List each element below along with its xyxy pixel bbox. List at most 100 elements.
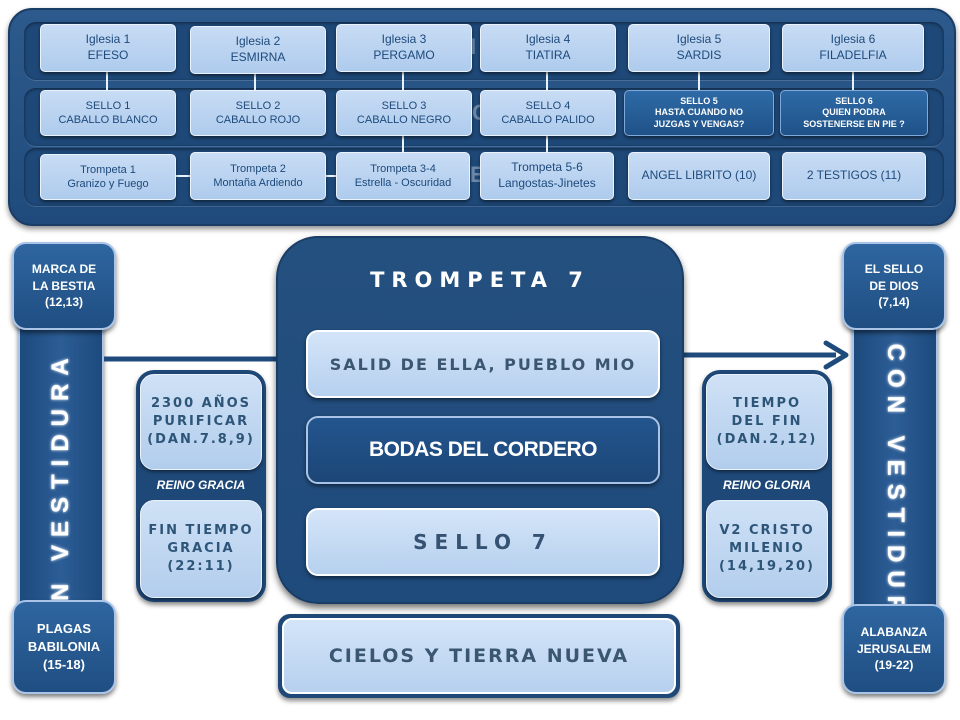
- cap-line: (15-18): [43, 657, 85, 673]
- church-number: Iglesia 4: [525, 32, 571, 47]
- church-box-1: Iglesia 1 EFESO: [40, 24, 176, 72]
- box-line: MILENIO: [729, 540, 805, 556]
- church-number: Iglesia 1: [85, 32, 131, 47]
- cap-line: EL SELLO: [864, 261, 924, 276]
- second-coming-box: V2 CRISTO MILENIO (14,19,20): [706, 500, 828, 598]
- reign-grace-column: 2300 AÑOS PURIFICAR (DAN.7.8,9) REINO GR…: [136, 370, 266, 602]
- cap-line: JERUSALEM: [856, 641, 931, 656]
- seal-text: CABALLO PALIDO: [501, 114, 595, 126]
- box-line: (22:11): [167, 559, 235, 575]
- church-name: TIATIRA: [525, 48, 571, 62]
- trumpet-box-2: Trompeta 2 Montaña Ardiendo: [190, 152, 326, 200]
- reign-glory-label: REINO GLORIA: [722, 478, 811, 492]
- trumpet-text: Granizo y Fuego: [67, 178, 149, 190]
- connector-line: [174, 175, 190, 177]
- seal-number: SELLO 3: [381, 99, 427, 112]
- seal-text: CABALLO BLANCO: [58, 114, 158, 126]
- new-heaven-earth-box: CIELOS Y TIERRA NUEVA: [282, 618, 676, 694]
- trumpet-7-panel: TROMPETA 7 SALID DE ELLA, PUEBLO MIO BOD…: [276, 236, 684, 604]
- trumpet-text: 2 TESTIGOS (11): [806, 168, 902, 183]
- seal-box-6: SELLO 6 QUIEN PODRA SOSTENERSE EN PIE ?: [780, 90, 928, 136]
- pillar-title-left: SIN VESTIDURA: [47, 350, 74, 640]
- church-number: Iglesia 3: [381, 32, 427, 47]
- seal-text: CABALLO NEGRO: [356, 114, 452, 126]
- end-time-box: TIEMPO DEL FIN (DAN.2,12): [706, 374, 828, 470]
- church-name: EFESO: [87, 48, 129, 62]
- seal-box-4: SELLO 4 CABALLO PALIDO: [480, 90, 616, 136]
- box-line: (14,19,20): [718, 559, 816, 575]
- end-of-grace-box: FIN TIEMPO GRACIA (22:11): [140, 500, 262, 598]
- trumpet-box-4: Trompeta 5-6 Langostas-Jinetes: [480, 152, 614, 200]
- church-name: FILADELFIA: [819, 48, 887, 62]
- beast-mark-cap: MARCA DE LA BESTIA (12,13): [12, 242, 116, 330]
- cap-line: (7,14): [878, 295, 910, 310]
- pillar-title-right: CON VESTIDURA: [882, 343, 909, 647]
- trumpet-box-angel: ANGEL LIBRITO (10): [628, 152, 770, 200]
- church-name: PERGAMO: [373, 48, 435, 62]
- lamb-wedding-box: BODAS DEL CORDERO: [306, 416, 660, 484]
- trumpet-text: Montaña Ardiendo: [213, 177, 303, 189]
- seal-text: JUZGAS Y VENGAS?: [653, 118, 745, 129]
- trumpet-text: ANGEL LIBRITO (10): [641, 168, 757, 183]
- connector-line: [254, 70, 256, 92]
- trumpet-number: Trompeta 1: [80, 163, 136, 176]
- seal-7-box: SELLO 7: [306, 508, 660, 576]
- cap-line: ALABANZA: [860, 624, 928, 639]
- box-line: V2 CRISTO: [719, 522, 815, 538]
- purify-box: 2300 AÑOS PURIFICAR (DAN.7.8,9): [140, 374, 262, 470]
- seal-number: SELLO 4: [525, 99, 571, 112]
- seal-box-5: SELLO 5 HASTA CUANDO NO JUZGAS Y VENGAS?: [624, 90, 774, 136]
- connector-line: [546, 70, 548, 92]
- box-line: 2300 AÑOS: [150, 395, 252, 411]
- church-box-3: Iglesia 3 PERGAMO: [336, 24, 472, 72]
- babylon-plagues-cap: PLAGAS BABILONIA (15-18): [12, 600, 116, 694]
- reign-grace-label: REINO GRACIA: [156, 478, 246, 492]
- jerusalem-praise-cap: ALABANZA JERUSALEM (19-22): [842, 604, 946, 694]
- cap-line: DE DIOS: [869, 278, 919, 293]
- reign-glory-column: TIEMPO DEL FIN (DAN.2,12) REINO GLORIA V…: [702, 370, 832, 602]
- connector-line: [326, 175, 340, 177]
- church-box-4: Iglesia 4 TIATIRA: [480, 24, 616, 72]
- church-number: Iglesia 2: [235, 34, 281, 49]
- box-line: (DAN.2,12): [716, 432, 818, 448]
- church-name: ESMIRNA: [230, 50, 286, 64]
- seal-number: SELLO 6: [835, 96, 873, 107]
- center-title: TROMPETA 7: [370, 268, 590, 292]
- cap-line: PLAGAS: [36, 620, 92, 636]
- trumpet-number: Trompeta 2: [230, 162, 286, 175]
- box-line: TIEMPO: [732, 395, 802, 411]
- box-line: GRACIA: [167, 540, 235, 556]
- seal-box-2: SELLO 2 CABALLO ROJO: [190, 90, 326, 136]
- cap-line: (19-22): [874, 658, 914, 673]
- trumpet-text: Estrella - Oscuridad: [354, 177, 452, 189]
- church-box-2: Iglesia 2 ESMIRNA: [190, 26, 326, 74]
- come-out-box: SALID DE ELLA, PUEBLO MIO: [306, 330, 660, 398]
- seal-text: CABALLO ROJO: [215, 114, 301, 126]
- cap-line: BABILONIA: [27, 638, 101, 654]
- church-number: Iglesia 5: [676, 32, 722, 47]
- trumpet-box-witnesses: 2 TESTIGOS (11): [782, 152, 926, 200]
- trumpet-number: Trompeta 5-6: [511, 160, 583, 175]
- trumpet-box-3: Trompeta 3-4 Estrella - Oscuridad: [336, 152, 470, 200]
- box-line: FIN TIEMPO: [148, 522, 254, 538]
- cap-line: LA BESTIA: [32, 278, 96, 293]
- seal-number: SELLO 5: [680, 96, 718, 107]
- church-box-6: Iglesia 6 FILADELFIA: [782, 24, 924, 72]
- seal-box-3: SELLO 3 CABALLO NEGRO: [336, 90, 472, 136]
- church-box-5: Iglesia 5 SARDIS: [628, 24, 770, 72]
- church-number: Iglesia 6: [830, 32, 876, 47]
- connector-line: [402, 134, 404, 154]
- trumpet-box-1: Trompeta 1 Granizo y Fuego: [40, 154, 176, 200]
- seal-number: SELLO 1: [85, 99, 131, 112]
- new-heaven-earth-frame: CIELOS Y TIERRA NUEVA: [278, 614, 680, 698]
- box-line: PURIFICAR: [152, 413, 250, 429]
- seal-number: SELLO 2: [235, 99, 281, 112]
- trumpet-number: Trompeta 3-4: [370, 162, 436, 175]
- cap-line: MARCA DE: [31, 261, 97, 276]
- connector-line: [698, 70, 700, 92]
- connector-line: [546, 134, 548, 154]
- cap-line: (12,13): [44, 295, 84, 310]
- connector-line: [106, 70, 108, 92]
- connector-line: [402, 70, 404, 92]
- connector-line: [852, 70, 854, 92]
